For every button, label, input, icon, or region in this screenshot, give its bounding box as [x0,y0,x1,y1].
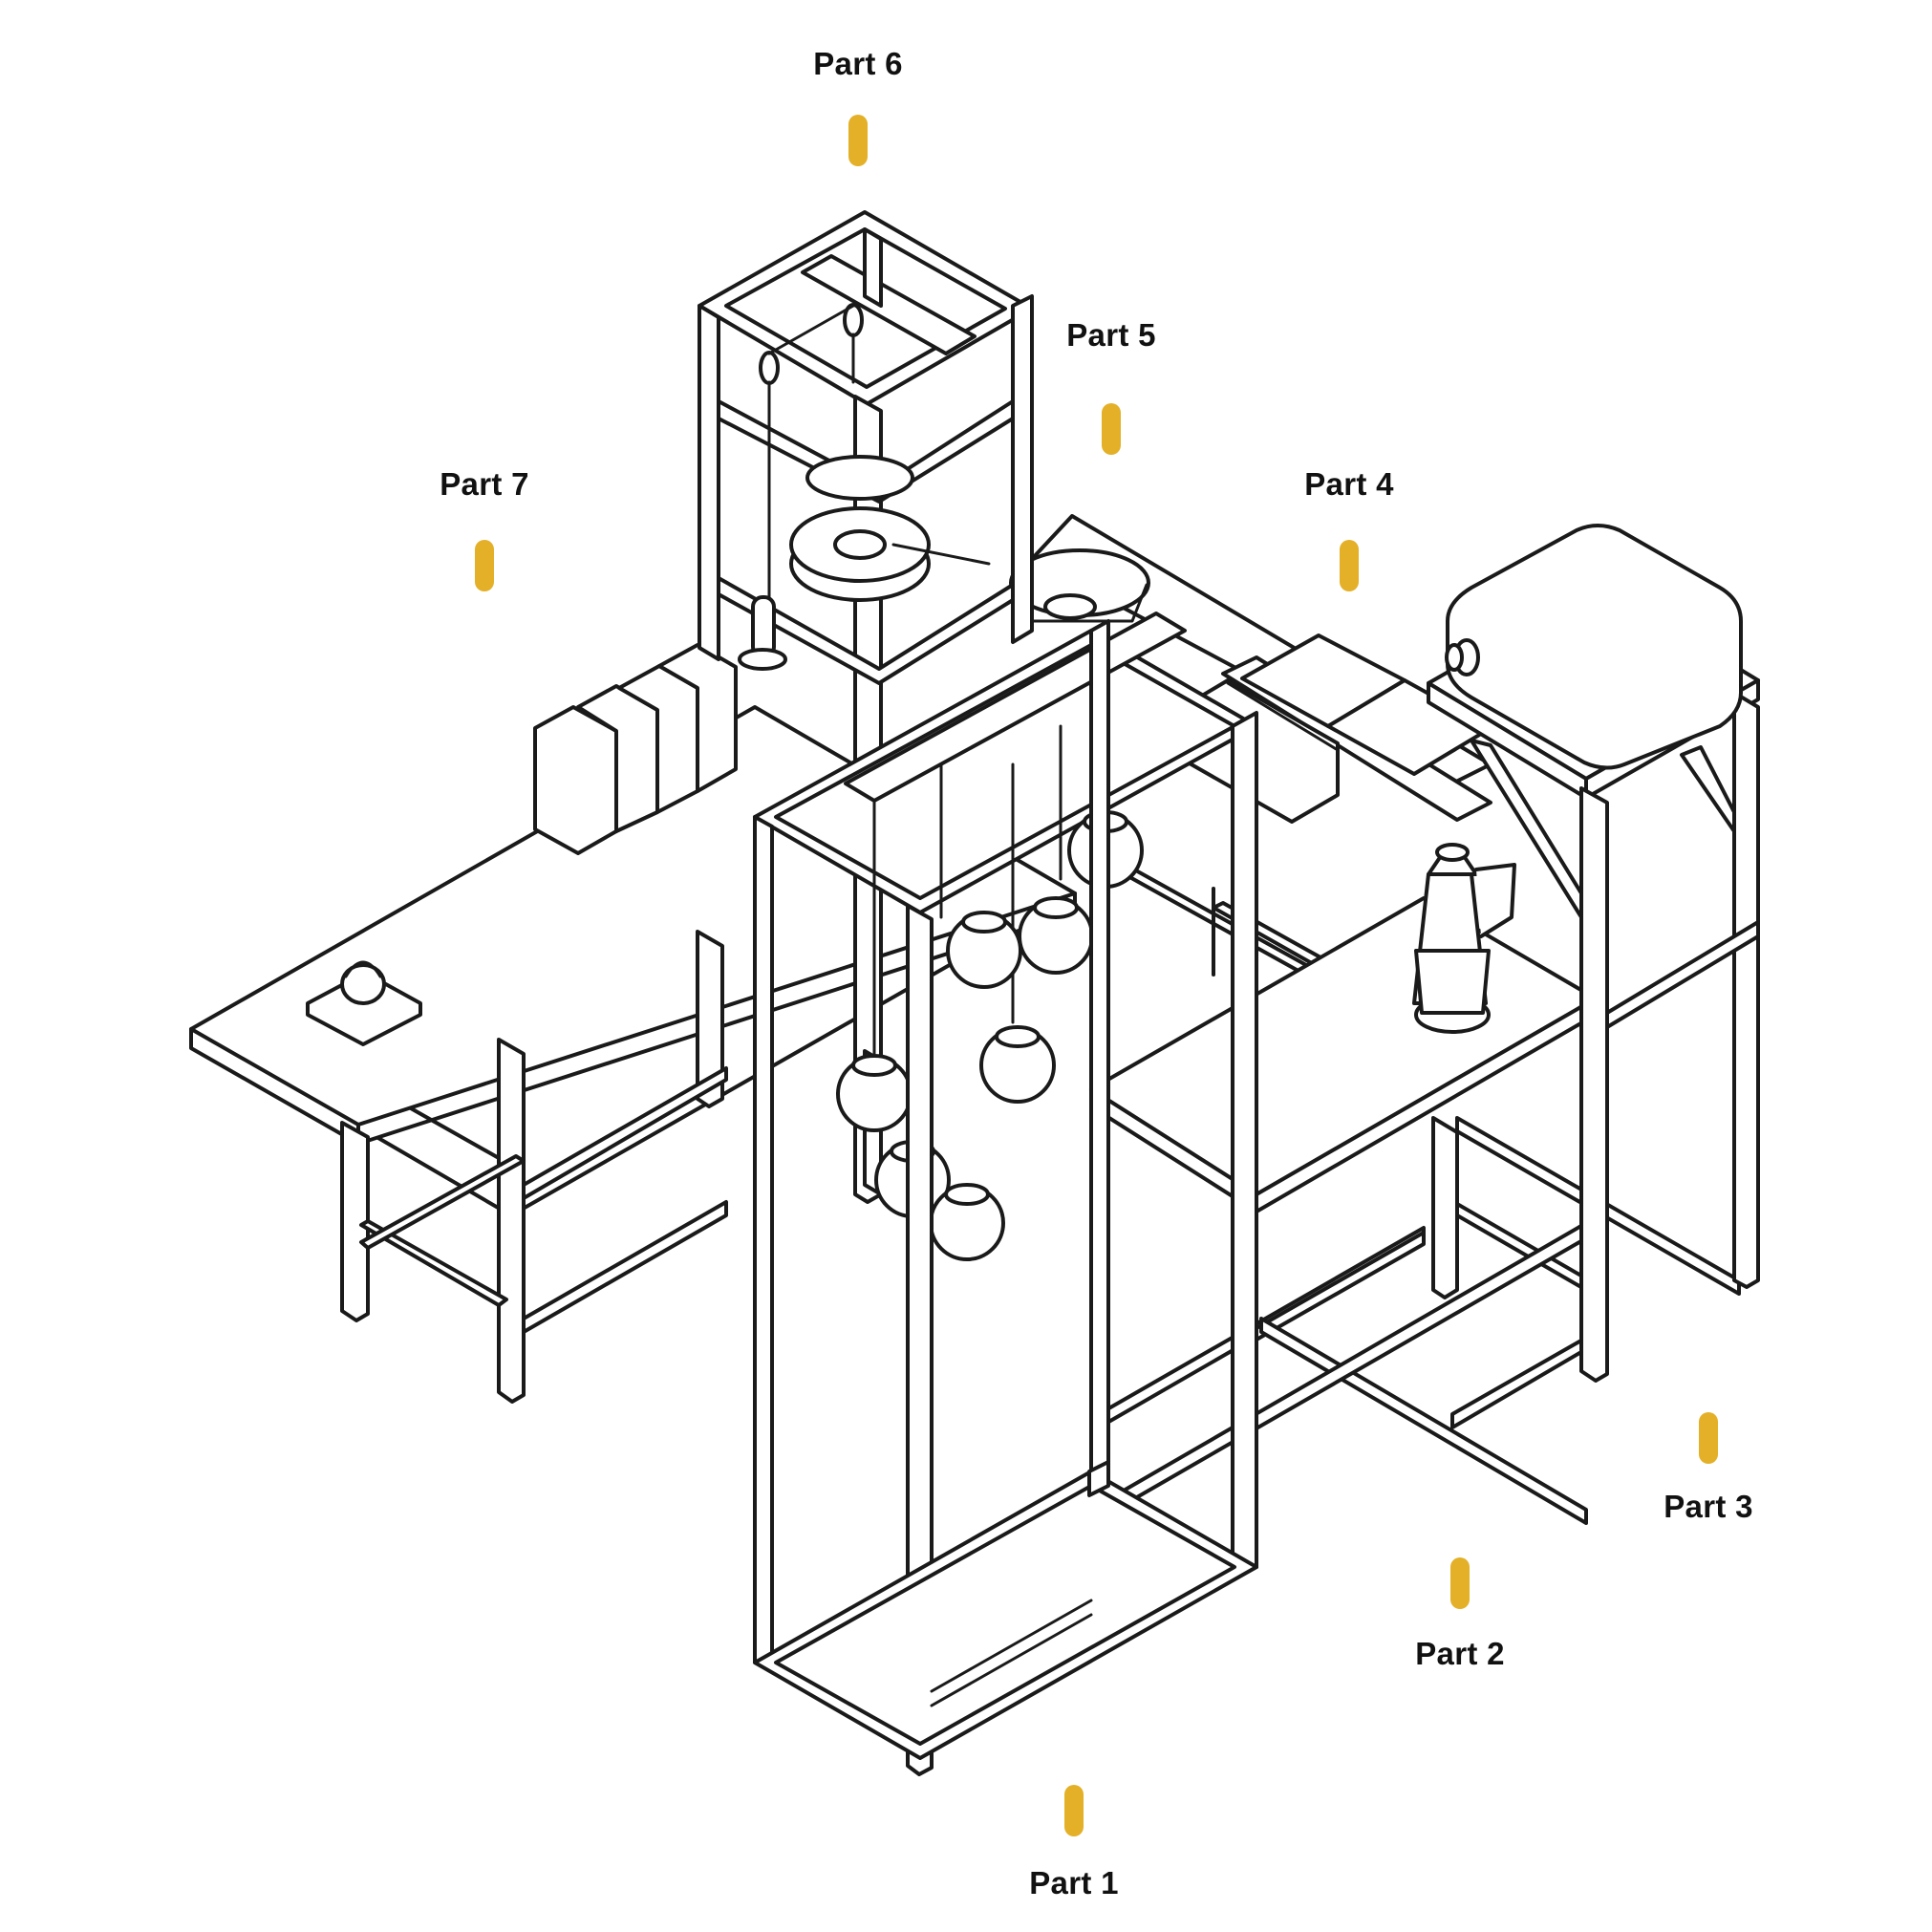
part-1-marker [1064,1785,1084,1836]
part-3-tank-stand [1427,524,1760,1383]
part-7-marker [475,540,494,591]
part-2-counter [1089,843,1741,1525]
part-2-label: Part 2 [1415,1636,1505,1671]
part-6-tower [698,210,1034,1204]
part-4-marker [1340,540,1359,591]
part-1-label: Part 1 [1029,1865,1119,1900]
part-1-frame [753,612,1258,1776]
part-5-marker [1102,403,1121,455]
hanging-pots [836,691,1144,1261]
part-6-label: Part 6 [813,46,903,81]
part-6-marker [848,115,868,166]
part-7-label: Part 7 [440,466,529,502]
part-4-label: Part 4 [1304,466,1394,502]
part-3-marker [1699,1412,1718,1464]
part-5-label: Part 5 [1066,317,1156,353]
part-2-marker [1450,1557,1470,1609]
part-3-label: Part 3 [1664,1489,1753,1524]
